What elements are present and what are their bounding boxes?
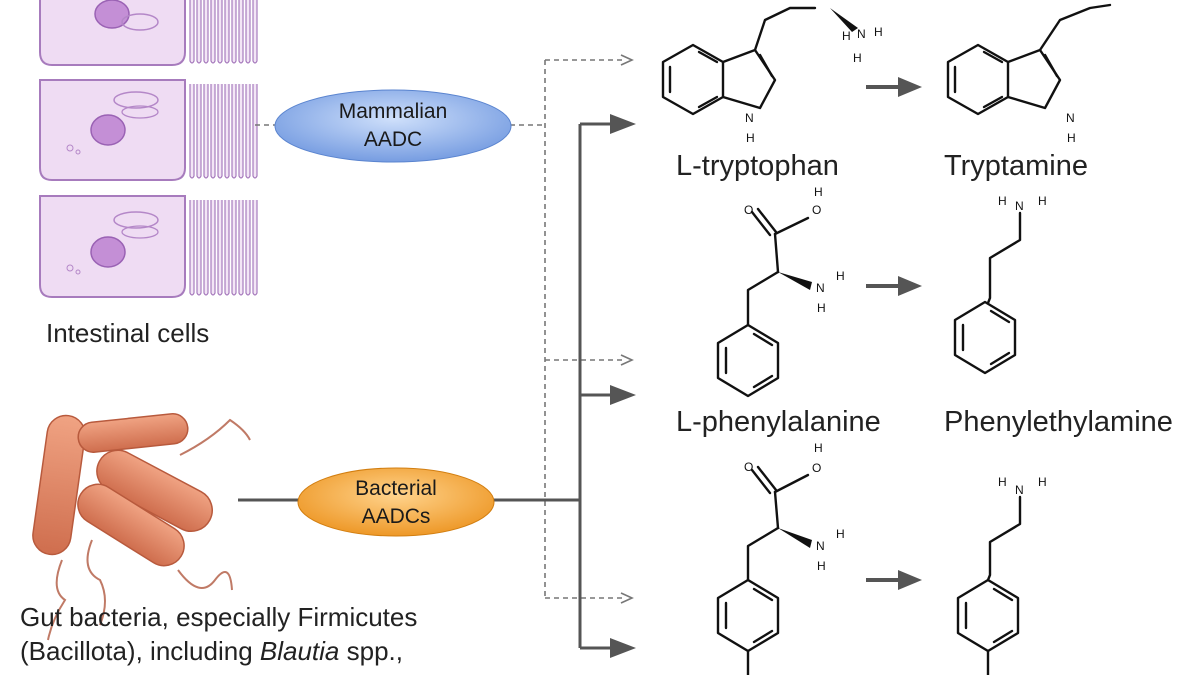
microvilli [189, 0, 258, 296]
bacterial-aadcs-line2: AADCs [362, 505, 431, 528]
atom-label: H [814, 441, 823, 455]
microvillus [224, 0, 230, 64]
atom-label: N [1015, 483, 1024, 497]
microvillus [245, 84, 251, 179]
atom-label: O [812, 461, 821, 475]
dashed-arrowhead [620, 54, 634, 66]
microvillus [196, 200, 202, 296]
atom-label: N [816, 539, 825, 553]
tryptamine-label: Tryptamine [944, 150, 1088, 182]
atom-label: H [817, 301, 826, 315]
atom-label: H [998, 194, 1007, 208]
product-3-structure: N H H [956, 475, 1047, 677]
atom-label: H [746, 131, 755, 145]
bacterial-aadcs-node: Bacterial AADCs [297, 467, 495, 537]
atom-label: H [1038, 194, 1047, 208]
intestinal-cell-2 [39, 79, 186, 181]
microvillus [252, 0, 258, 64]
microvillus [238, 200, 244, 296]
atom-label: N [857, 27, 866, 41]
phenylethylamine-label: Phenylethylamine [944, 406, 1173, 438]
l-tryptophan-label: L-tryptophan [676, 150, 839, 182]
intestinal-cell-3 [39, 195, 186, 298]
solid-arrowhead [610, 638, 636, 658]
atom-label: N [816, 281, 825, 295]
microvillus [196, 84, 202, 179]
bacterium-rod [77, 413, 189, 453]
l-tryptophan-structure: N H N H H H [661, 6, 883, 145]
microvillus [203, 200, 209, 296]
microvillus [238, 84, 244, 179]
bacterial-aadcs-line1: Bacterial [355, 477, 437, 500]
l-phenylalanine-structure: O O H N H H [716, 185, 845, 398]
microvillus [189, 0, 195, 64]
l-phenylalanine-label: L-phenylalanine [676, 406, 881, 438]
tryptamine-structure: N H [946, 3, 1112, 145]
microvillus [203, 0, 209, 64]
bacterium-rod [32, 414, 86, 556]
microvillus [217, 200, 223, 296]
atom-label: H [814, 185, 823, 199]
reaction-arrows [866, 77, 922, 590]
microvillus [210, 84, 216, 179]
solid-arrowhead [610, 385, 636, 405]
microvillus [238, 0, 244, 64]
intestinal-cell-1 [39, 0, 186, 66]
atom-label: H [853, 51, 862, 65]
gut-bacteria [32, 413, 251, 641]
gut-bacteria-caption-line1: Gut bacteria, especially Firmicutes [20, 602, 418, 632]
bacterium-rod [77, 483, 185, 567]
atom-label: H [836, 527, 845, 541]
gut-bacteria-caption-line2: (Bacillota), including Blautia spp., [20, 636, 403, 666]
microvillus [245, 200, 251, 296]
microvillus [217, 84, 223, 179]
atom-label: N [1015, 199, 1024, 213]
atom-label: H [874, 25, 883, 39]
phenylethylamine-structure: N H H [953, 194, 1047, 375]
gut-bacteria-caption: Gut bacteria, especially Firmicutes (Bac… [20, 600, 500, 668]
microvillus [231, 200, 237, 296]
solid-arrowhead [610, 114, 636, 134]
atom-label: H [842, 29, 851, 43]
microvillus [210, 0, 216, 64]
blautia-italic: Blautia [259, 636, 340, 666]
microvillus [189, 84, 195, 179]
atom-label: O [744, 203, 753, 217]
microvillus [210, 200, 216, 296]
atom-label: H [1067, 131, 1076, 145]
atom-label: H [817, 559, 826, 573]
atom-label: O [812, 203, 821, 217]
mammalian-aadc-line2: AADC [364, 128, 422, 151]
microvillus [245, 0, 251, 64]
microvillus [252, 84, 258, 179]
microvillus [252, 200, 258, 296]
microvillus [224, 84, 230, 179]
microvillus [196, 0, 202, 64]
microvillus [217, 0, 223, 64]
microvillus [231, 84, 237, 179]
dashed-arrowhead [620, 354, 634, 366]
atom-label: H [1038, 475, 1047, 489]
atom-label: O [744, 460, 753, 474]
microvillus [231, 0, 237, 64]
atom-label: N [745, 111, 754, 125]
atom-label: H [998, 475, 1007, 489]
microvillus [189, 200, 195, 296]
atom-label: N [1066, 111, 1075, 125]
mammalian-aadc-line1: Mammalian [339, 100, 448, 123]
microvillus [224, 200, 230, 296]
substrate-3-structure: O O H N H H [716, 441, 845, 677]
intestinal-cells [39, 0, 258, 298]
dashed-arrowhead [620, 592, 634, 604]
mammalian-aadc-node: Mammalian AADC [274, 89, 512, 163]
microvillus [203, 84, 209, 179]
atom-label: H [836, 269, 845, 283]
intestinal-cells-caption: Intestinal cells [46, 318, 210, 348]
